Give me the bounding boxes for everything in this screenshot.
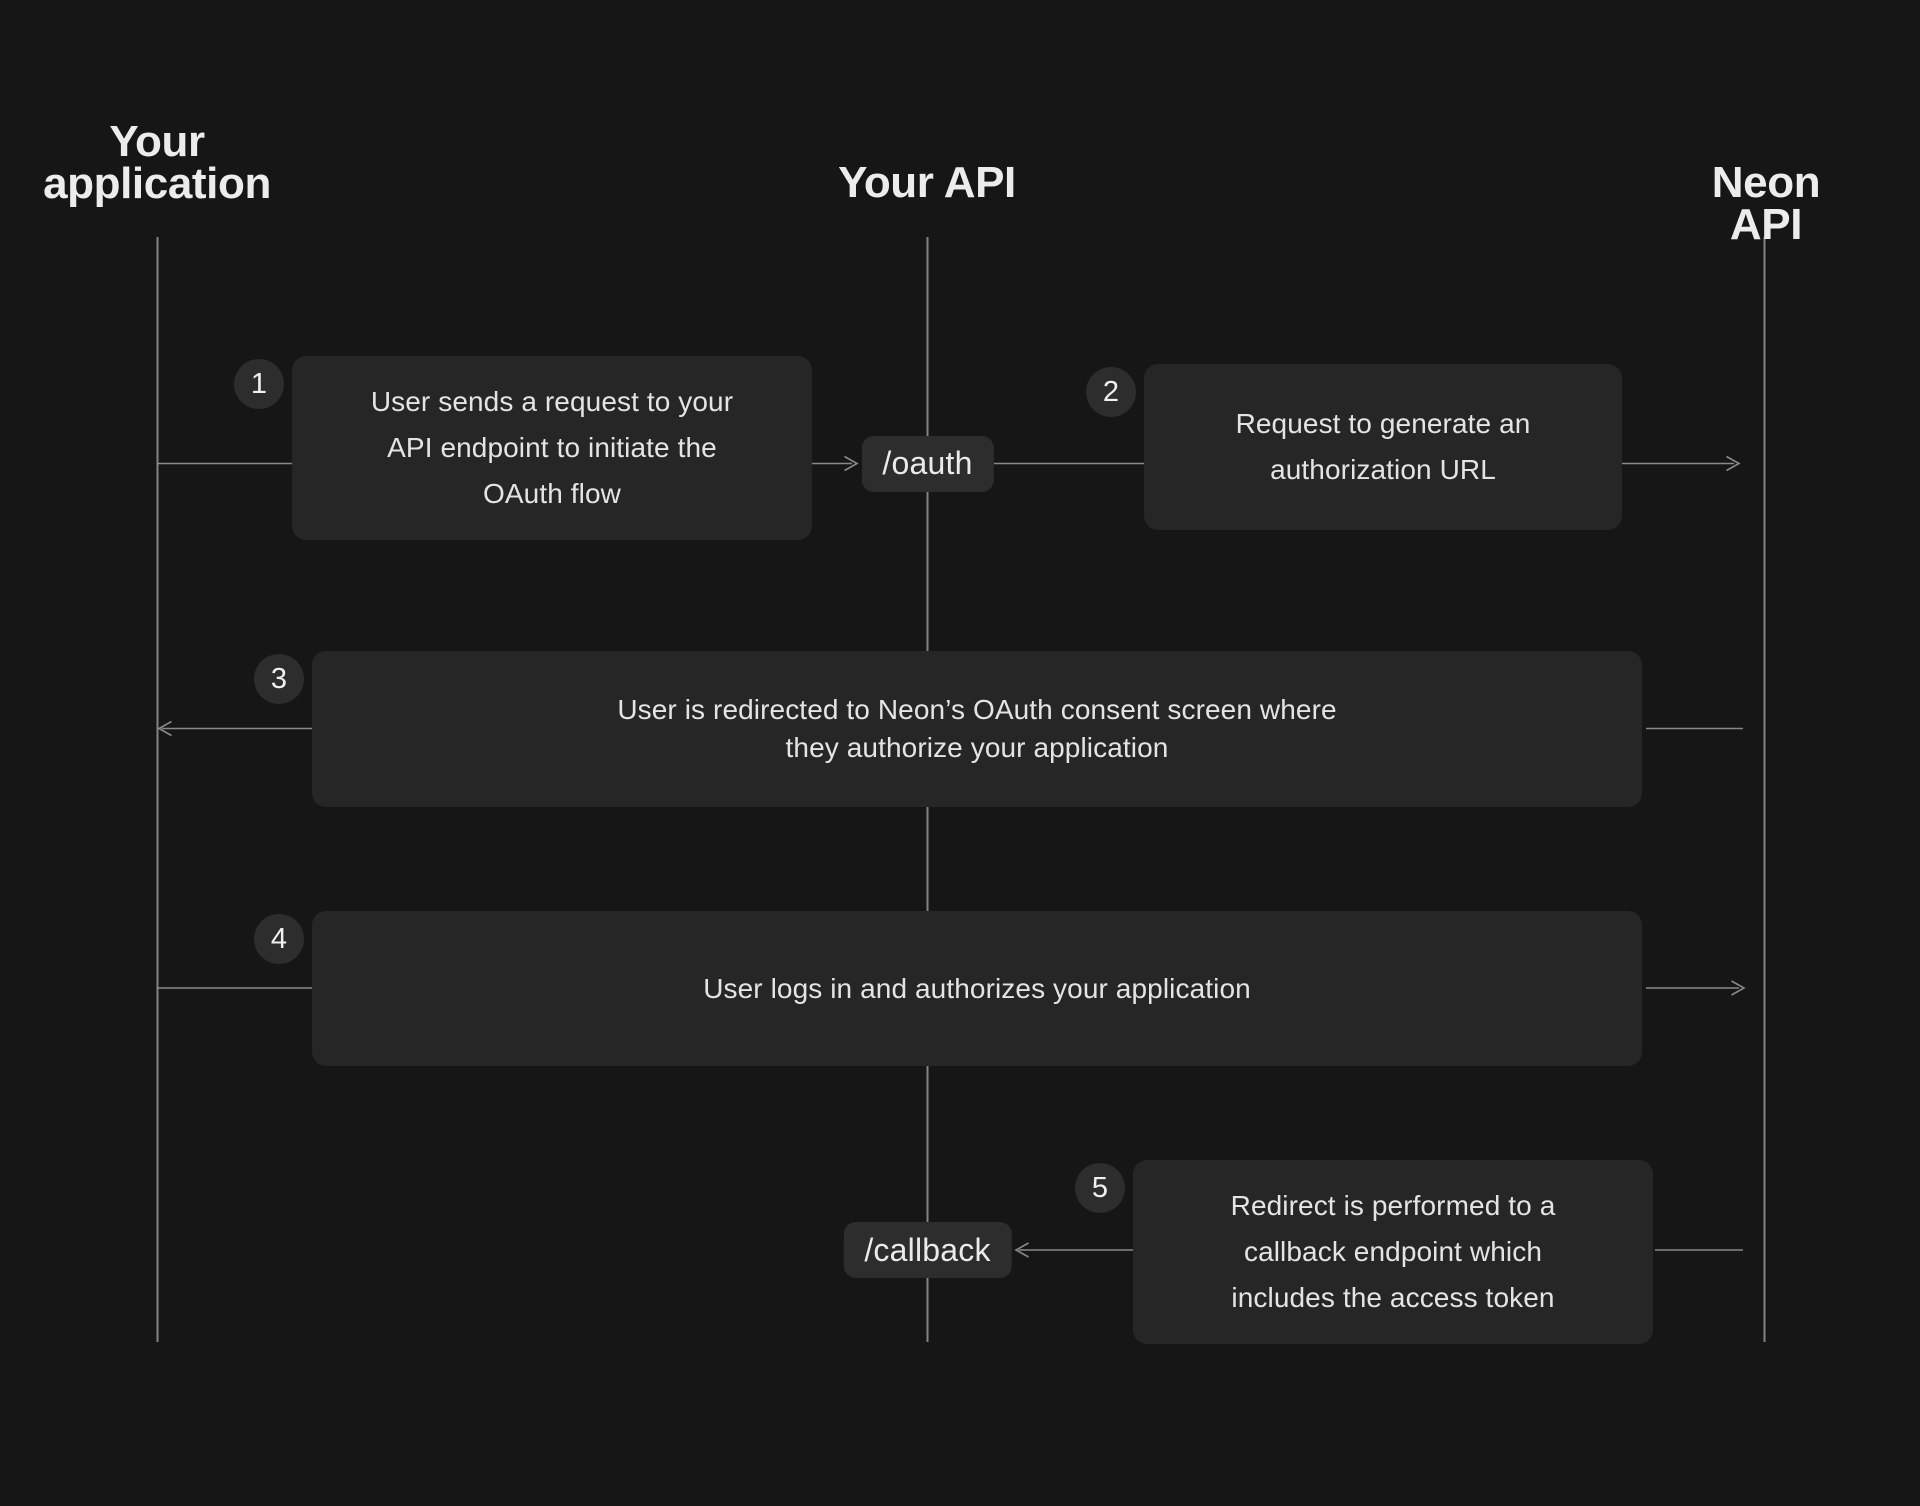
step-box-5: Redirect is performed to a callback endp…	[1133, 1160, 1653, 1344]
step-box-4: User logs in and authorizes your applica…	[312, 911, 1642, 1066]
step-box-2: Request to generate an authorization URL	[1144, 364, 1622, 530]
actor-neon-api: Neon API	[1711, 158, 1821, 249]
step-badge-2: 2	[1086, 367, 1136, 417]
arrowhead-step2-right-icon	[1726, 455, 1741, 472]
arrowhead-step1-right-icon	[844, 455, 859, 472]
step-badge-4: 4	[254, 914, 304, 964]
arrowhead-step3-left-icon	[157, 720, 172, 737]
step-badge-1: 1	[234, 359, 284, 409]
step-box-3: User is redirected to Neon’s OAuth conse…	[312, 651, 1642, 807]
step-badge-5: 5	[1075, 1163, 1125, 1213]
arrowhead-step4-right-icon	[1731, 980, 1746, 996]
endpoint-chip-oauth: /oauth	[861, 435, 994, 492]
actor-your-api: Your API	[838, 158, 1016, 207]
step-badge-3: 3	[254, 654, 304, 704]
step-box-1: User sends a request to your API endpoin…	[292, 356, 812, 540]
arrowhead-step5-left-icon	[1014, 1242, 1029, 1258]
endpoint-chip-callback: /callback	[843, 1222, 1012, 1278]
actor-your-application: Your application	[43, 117, 271, 208]
